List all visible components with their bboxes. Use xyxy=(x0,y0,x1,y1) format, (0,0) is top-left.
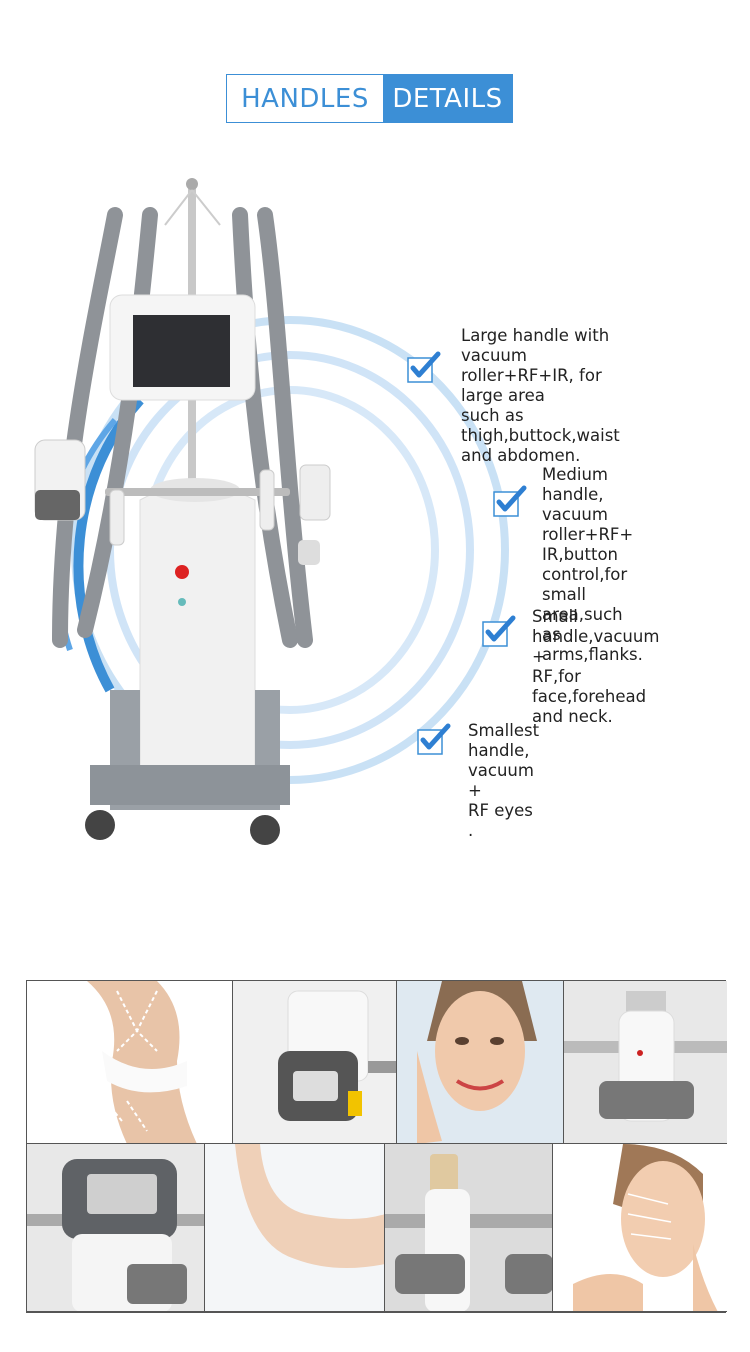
checkmark-icon xyxy=(417,723,451,755)
smallest-handle-photo xyxy=(385,1144,553,1312)
machine-illustration xyxy=(34,178,509,845)
large-handle-photo xyxy=(233,981,397,1144)
face-photo xyxy=(397,981,564,1144)
checkmark-icon xyxy=(493,485,527,517)
body-contour-photo xyxy=(27,981,233,1144)
feature-smallest-handle-text: Smallest handle, vacuum + RF eyes . xyxy=(468,721,540,840)
small-handle-photo xyxy=(564,981,727,1144)
feature-medium-handle-text: Medium handle, vacuum roller+RF+ IR,butt… xyxy=(542,465,643,664)
feature-large-handle-text: Large handle with vacuum roller+RF+IR, f… xyxy=(461,326,620,465)
feature-small-handle-text: Small handle,vacuum + RF,for face,forehe… xyxy=(532,607,660,726)
title-word-handles: HANDLES xyxy=(241,83,369,114)
medium-handle-photo xyxy=(27,1144,205,1312)
checkmark-icon xyxy=(482,615,516,647)
arm-photo xyxy=(205,1144,385,1312)
face-contour-photo xyxy=(553,1144,727,1312)
photo-grid xyxy=(26,980,727,1313)
section-title: HANDLES DETAILS xyxy=(226,74,513,123)
checkmark-icon xyxy=(407,351,441,383)
title-word-details: DETAILS xyxy=(383,75,512,122)
